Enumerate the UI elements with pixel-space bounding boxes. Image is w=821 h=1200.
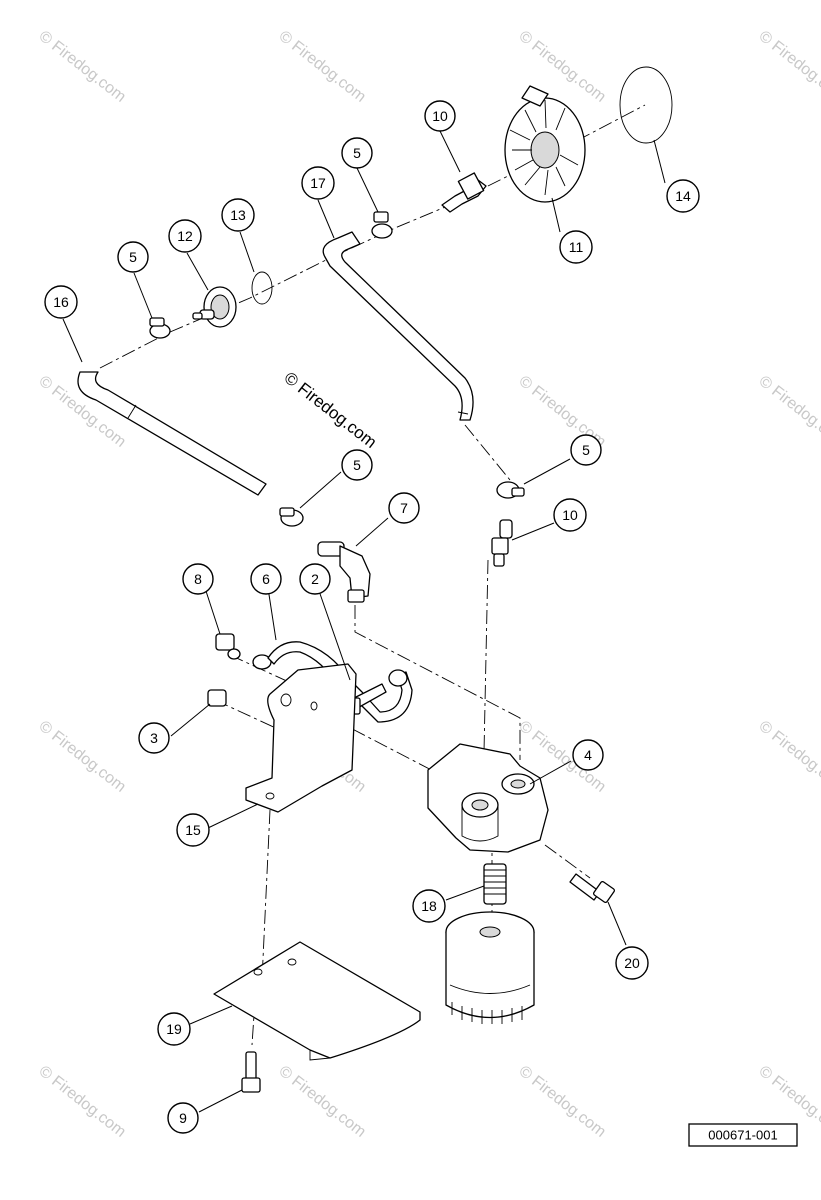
callout-label: 12 xyxy=(177,228,193,244)
callout-12: 12 xyxy=(168,219,202,253)
plate-19 xyxy=(213,941,421,1061)
drawing-id: 000671-001 xyxy=(708,1128,777,1143)
callout-18: 18 xyxy=(412,889,446,923)
watermark-layer: © Firedog.com © Firedog.com © Firedog.co… xyxy=(36,28,821,1141)
watermark: © Firedog.com xyxy=(36,28,129,106)
watermark: © Firedog.com xyxy=(36,1063,129,1141)
callout-7: 7 xyxy=(388,492,420,524)
callout-5: 5 xyxy=(341,137,373,169)
callout-label: 5 xyxy=(353,457,361,473)
leader-lines xyxy=(62,130,666,1113)
fuel-pump-12 xyxy=(192,286,237,328)
centerline-bolt20 xyxy=(544,844,591,879)
clamp-5-right xyxy=(496,481,525,499)
centerline-elbow xyxy=(354,605,521,760)
callout-label: 5 xyxy=(129,249,137,265)
watermark: © Firedog.com xyxy=(756,28,821,106)
centerline-drop xyxy=(464,424,511,481)
callout-label: 17 xyxy=(310,175,326,191)
bolt-20 xyxy=(569,873,616,904)
watermark: © Firedog.com xyxy=(36,718,129,796)
callout-16: 16 xyxy=(44,285,78,319)
callout-label: 7 xyxy=(400,500,408,516)
callout-label: 16 xyxy=(53,294,69,310)
callout-label: 8 xyxy=(194,571,202,587)
drawing-id-box: 000671-001 xyxy=(688,1123,798,1147)
callout-19: 19 xyxy=(157,1012,191,1046)
callout-label: 15 xyxy=(185,822,201,838)
callout-17: 17 xyxy=(301,166,335,200)
watermark: © Firedog.com xyxy=(516,1063,609,1141)
callout-label: 11 xyxy=(569,239,584,255)
filter-head-4 xyxy=(427,743,549,853)
fitting-10-mid xyxy=(491,519,513,567)
callout-label: 3 xyxy=(150,730,158,746)
callout-14: 14 xyxy=(666,179,700,213)
watermark: © Firedog.com xyxy=(276,1063,369,1141)
hose-16 xyxy=(77,371,267,496)
callout-label: 20 xyxy=(624,955,640,971)
callout-13: 13 xyxy=(221,198,255,232)
callout-label: 18 xyxy=(421,898,437,914)
callout-5: 5 xyxy=(570,434,602,466)
callout-10: 10 xyxy=(553,498,587,532)
callout-5: 5 xyxy=(341,449,373,481)
callouts: 10 5 17 13 12 5 16 14 11 5 5 7 10 8 6 2 … xyxy=(44,100,700,1134)
callout-2: 2 xyxy=(299,563,331,595)
clamp-5-top xyxy=(371,211,393,239)
ring-14 xyxy=(619,66,673,144)
callout-20: 20 xyxy=(615,946,649,980)
fan-11 xyxy=(504,85,586,203)
nipple-18 xyxy=(483,863,507,905)
elbow-fitting-7 xyxy=(317,541,371,603)
watermark: © Firedog.com xyxy=(756,718,821,796)
fitting-10-top xyxy=(441,172,487,213)
bolt-9 xyxy=(241,1051,261,1093)
callout-6: 6 xyxy=(250,563,282,595)
callout-8: 8 xyxy=(182,563,214,595)
callout-label: 10 xyxy=(562,507,578,523)
callout-4: 4 xyxy=(572,739,604,771)
nut-3 xyxy=(207,689,227,707)
callout-5: 5 xyxy=(117,241,149,273)
watermark: © Firedog.com xyxy=(276,28,369,106)
hose-17 xyxy=(322,231,474,421)
callout-label: 10 xyxy=(432,108,448,124)
clamp-5-mid xyxy=(279,507,304,527)
callout-label: 5 xyxy=(582,442,590,458)
callout-10: 10 xyxy=(424,100,456,132)
callout-15: 15 xyxy=(176,813,210,847)
centerline-plate xyxy=(261,809,271,981)
watermark: © Firedog.com xyxy=(756,373,821,451)
callout-label: 14 xyxy=(675,188,691,204)
bracket-15 xyxy=(245,663,357,813)
callout-label: 13 xyxy=(230,207,246,223)
callout-9: 9 xyxy=(167,1102,199,1134)
nut-8 xyxy=(215,633,241,660)
callout-label: 9 xyxy=(179,1110,187,1126)
parts xyxy=(77,66,673,1093)
callout-label: 19 xyxy=(166,1021,182,1037)
callout-label: 5 xyxy=(353,145,361,161)
callout-label: 6 xyxy=(262,571,270,587)
centerline-left xyxy=(99,331,171,369)
clamp-5-left xyxy=(149,317,171,339)
o-ring-13 xyxy=(251,271,273,305)
callout-11: 11 xyxy=(559,230,593,264)
callout-label: 2 xyxy=(311,571,319,587)
center-watermark: © Firedog.com xyxy=(281,368,381,452)
callout-label: 4 xyxy=(584,747,592,763)
fuel-filter xyxy=(445,911,535,1024)
callout-3: 3 xyxy=(138,722,170,754)
